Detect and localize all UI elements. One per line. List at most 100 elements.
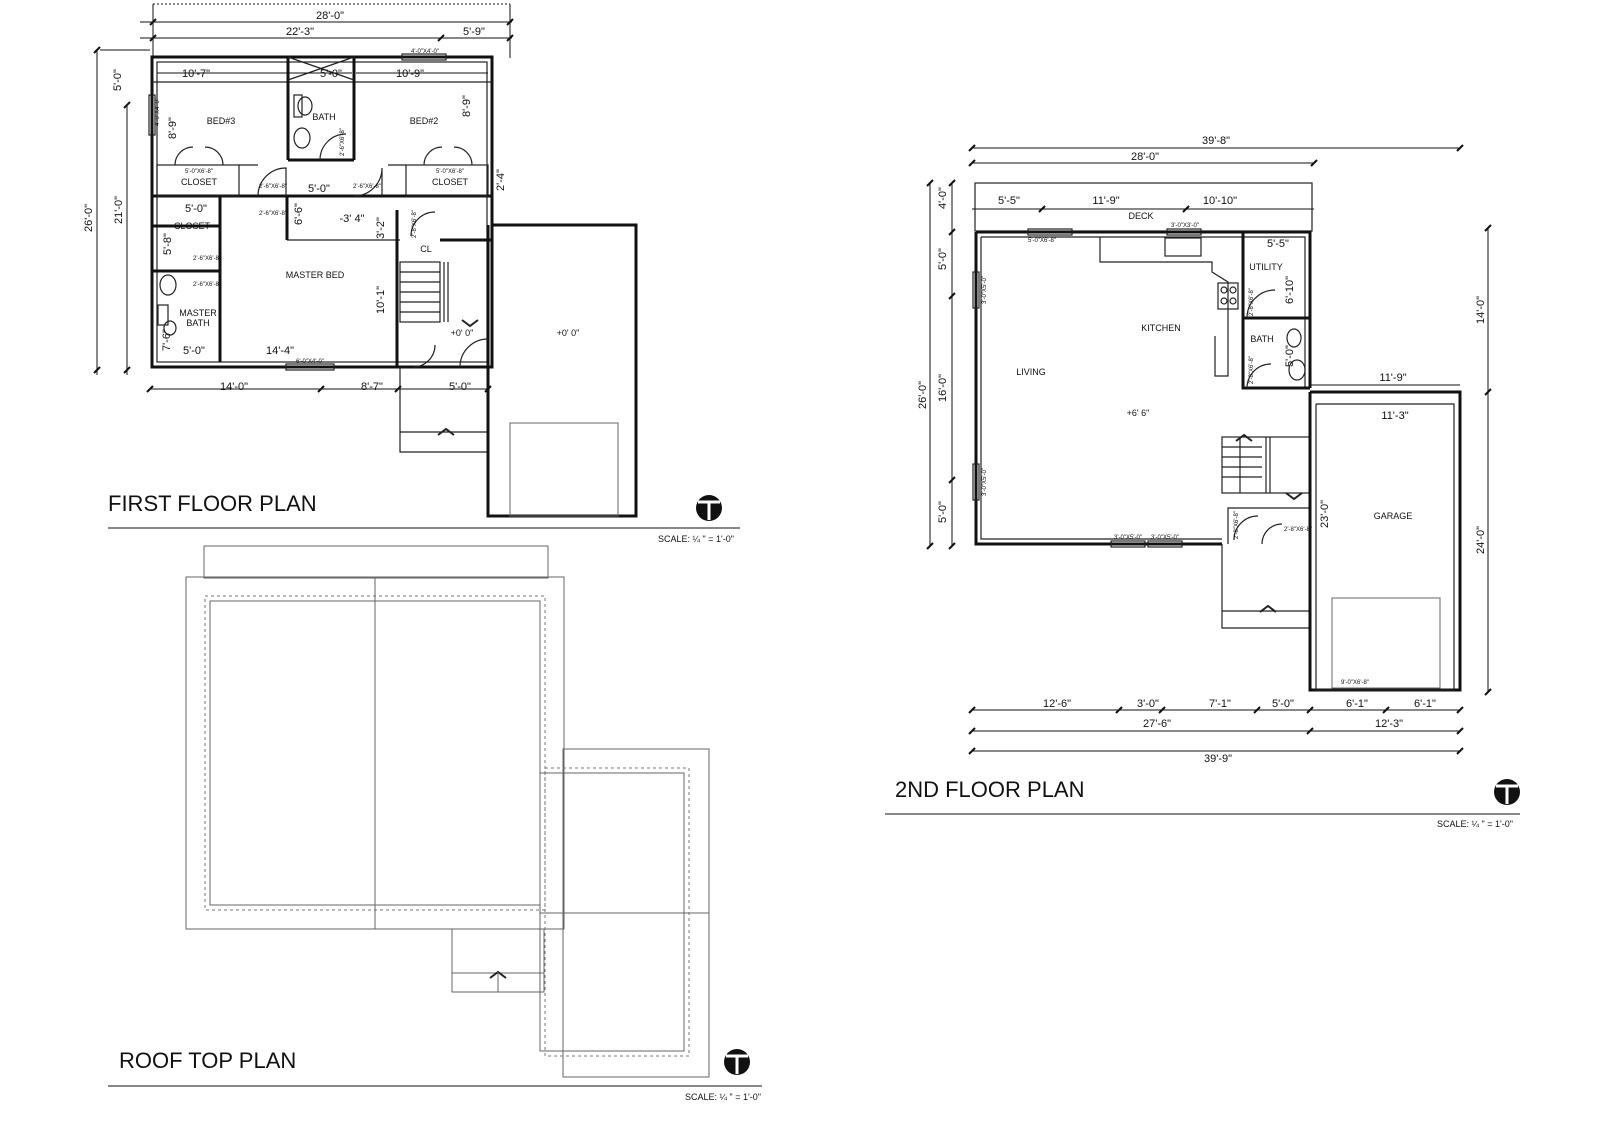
label-master-bath-2: BATH [186,318,209,328]
door-hall-label: 2'-6"X6'-8" [259,211,287,217]
dim-utility-w: 5'-5" [1267,238,1289,250]
win-left1-label: 3'-0"X5'-0" [982,276,988,304]
dim-bot4: 5'-0" [1272,698,1294,710]
dim-closet-depth: 5'-8" [162,233,174,255]
dim-top-overall: 28'-0" [316,10,344,22]
dim-bot-overall: 39'-9" [1204,753,1232,765]
first-floor-title: FIRST FLOOR PLAN [108,491,317,516]
dim-master-depth: 10'-1" [375,286,387,314]
dim-left-upper: 5'-0" [112,69,124,91]
dim-right-small: 2'-4" [495,169,507,191]
north-arrow-icon [1494,779,1520,805]
dim-left-mid: 21'-0" [113,196,125,224]
dim-closet-width: 5'-0" [185,203,207,215]
dim-bath-d: 5'-0" [1284,345,1296,367]
dim-hall-depth: 6'-6" [293,203,305,225]
door-bed3-label: 2'-6"X6'-8" [259,184,287,190]
door-bed2-label: 2'-6"X6'-8" [353,184,381,190]
dim-bottom-c: 5'-0" [449,381,471,393]
roof-scale: SCALE: ¼ " = 1'-0" [685,1092,761,1102]
dim-bed3-depth: 8'-9" [167,117,179,139]
dim-right-14: 14'-0" [1475,296,1487,324]
win-left2-label: 3'-0"X5'-0" [982,468,988,496]
dim-bot2: 3'-0" [1137,698,1159,710]
dim-left-mid-2: 16'-0" [937,374,949,402]
dim-hall-width: 5'-0" [308,183,330,195]
dim-bot-garage: 12'-3" [1375,718,1403,730]
dim-bed2-width: 10'-9" [396,68,424,80]
win-left-label: 4'-0"X4'-0" [155,98,161,126]
label-bed2: BED#2 [410,116,439,126]
window-top-label: 4'-0"X4'-0" [411,49,439,55]
second-floor-scale: SCALE: ¼ " = 1'-0" [1437,819,1513,829]
dim-top-right: 5'-9" [463,26,485,38]
dim-top-main-2: 28'-0" [1131,151,1159,163]
door-deck-label: 5'-0"X6'-8" [1028,238,1056,244]
dim-bot3: 7'-1" [1209,698,1231,710]
dim-left-overall: 26'-0" [83,204,95,232]
dim-bot5: 6'-1" [1346,698,1368,710]
dim-bot1: 12'-6" [1043,698,1071,710]
second-floor-plan: 39'-8" 28'-0" 5'-5" 11'-9" 10'-10" DECK [885,135,1520,829]
roof-top-plan: ROOF TOP PLAN SCALE: ¼ " = 1'-0" [108,545,762,1102]
label-master-bed: MASTER BED [286,270,345,280]
step-elevation: -3' 4" [340,213,365,225]
door-closet3-label: 5'-0"X6'-8" [185,169,213,175]
label-cl: CL [420,244,432,254]
win-bot1-label: 3'-0"X5'-0" [1114,535,1142,541]
elev-second: +6' 6" [1127,408,1150,418]
win-deck-label: 3'-0"X3'-0" [1171,223,1199,229]
door-garage-label: 9'-0"X6'-8" [1341,680,1369,686]
label-master-bath-1: MASTER [179,308,217,318]
label-closet-right: CLOSET [432,177,469,187]
dim-mbath-width: 5'-0" [183,345,205,357]
dim-left-deck: 4'-0" [937,187,949,209]
door-util-label: 2'-8"X6'-8" [1249,288,1255,316]
dim-bath-width: 5'-0" [320,68,342,80]
door-bath-label: 2'-6"X6'-8" [340,128,346,156]
door-closet2-label: 5'-0"X6'-8" [436,169,464,175]
door-mcloset-label: 2'-6"X6'-8" [193,256,221,262]
dim-seg2: 11'-9" [1092,195,1119,207]
door-cl-label: 2'-8"X6'-8" [412,210,418,238]
dim-bot6: 6'-1" [1414,698,1436,710]
dim-bottom-b: 8'-7" [361,381,383,393]
label-garage: GARAGE [1374,511,1413,521]
dim-utility-d: 6'-10" [1284,276,1296,304]
dim-right-24: 24'-0" [1475,526,1487,554]
north-arrow-icon [724,1049,750,1075]
dim-landing: 3'-2" [375,217,387,239]
label-bath-2: BATH [1250,334,1273,344]
dim-garage-d: 23'-0" [1319,500,1331,528]
roof-title: ROOF TOP PLAN [119,1048,296,1073]
dim-top-main: 22'-3" [286,26,314,38]
dim-seg1: 5'-5" [998,195,1020,207]
dim-bottom-a: 14'-0" [220,381,248,393]
dim-left-overall-2: 26'-0" [917,381,929,409]
label-utility: UTILITY [1249,262,1283,272]
dim-mbath-depth: 7'-6" [161,329,173,351]
dim-master-width: 14'-4" [266,345,294,357]
dim-left-lower-2: 5'-0" [937,501,949,523]
dim-garage-w: 11'-3" [1381,410,1408,422]
label-bath: BATH [312,112,335,122]
dim-bed2-depth: 8'-9" [461,95,473,117]
door-stair2-label: 2'-8"X6'-8" [1284,527,1312,533]
dim-bot-sub: 27'-6" [1143,718,1171,730]
elev-entry: +0' 0" [451,328,474,338]
first-floor-scale: SCALE: ¼ " = 1'-0" [658,534,734,544]
label-closet-left: CLOSET [181,177,218,187]
dim-right-11-9: 11'-9" [1379,372,1406,384]
win-master-label: 6'-0"X4'-0" [296,359,324,365]
dim-bed3-width: 10'-7" [182,68,210,80]
label-bed3: BED#3 [207,116,236,126]
dim-seg3: 10'-10" [1203,195,1237,207]
first-floor-plan: 28'-0" 22'-3" 5'-9" 4'-0"X4'-0" 5'-0" 21… [83,3,740,544]
elev-garage: +0' 0" [557,328,580,338]
dim-top-overall-2: 39'-8" [1202,135,1230,147]
win-bot2-label: 3'-0"X5'-0" [1151,535,1179,541]
door-stair-label: 2'-8"X6'-8" [1234,511,1240,539]
label-deck: DECK [1128,211,1153,221]
door-bath-label-2: 2'-8"X6'-8" [1249,356,1255,384]
